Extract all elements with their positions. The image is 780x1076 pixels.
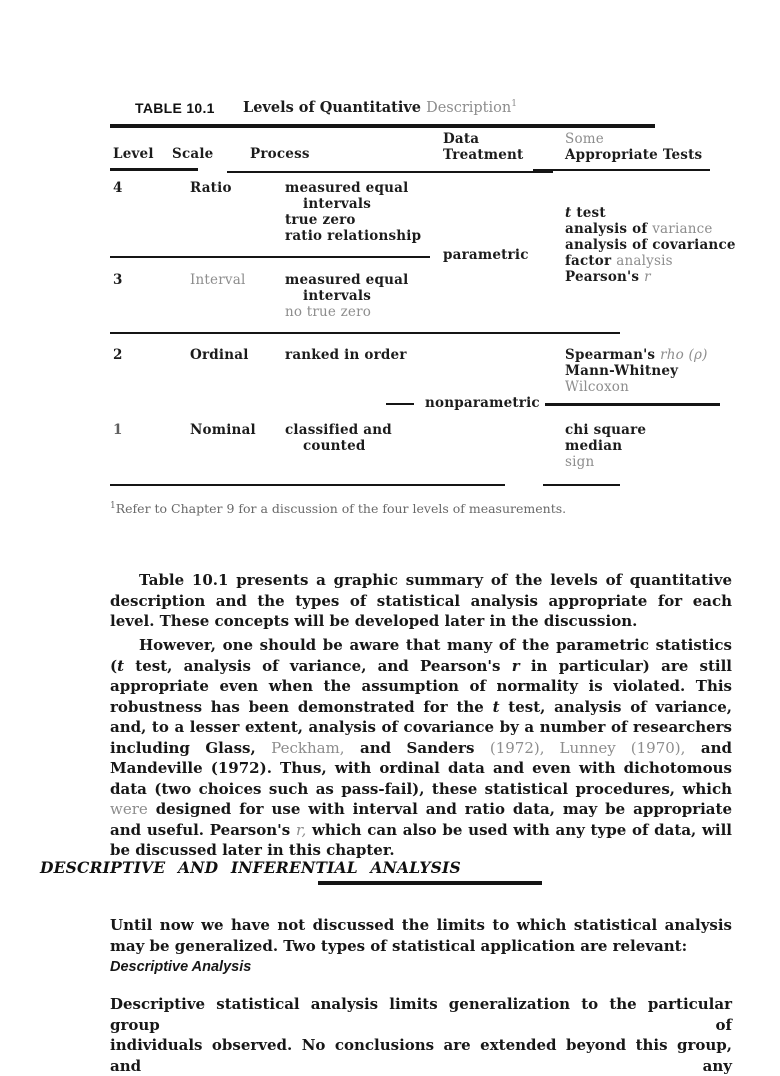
subsection-heading-descriptive-analysis: Descriptive Analysis <box>110 959 252 975</box>
row-ordinal-scale: Ordinal <box>190 347 249 363</box>
table-title: Levels of Quantitative Description1 <box>243 99 517 116</box>
parametric-test-anova: analysis of variance <box>565 221 713 237</box>
paragraph-descriptive-line2: individuals observed. No conclusions are… <box>110 1036 732 1075</box>
nominal-test-sign: sign <box>565 454 595 470</box>
ordinal-test-wilcoxon: Wilcoxon <box>565 379 629 395</box>
col-header-tests-line2: Appropriate Tests <box>565 147 703 163</box>
parametric-test-factor: factor analysis <box>565 253 673 269</box>
row-nominal-process-line1: classified and <box>285 422 392 438</box>
paragraph-table-summary: Table 10.1 presents a graphic summary of… <box>110 571 732 630</box>
ordinal-test-mann-whitney: Mann-Whitney <box>565 363 679 379</box>
footnote-text: Refer to Chapter 9 for a discussion of t… <box>115 501 567 516</box>
nominal-test-median: median <box>565 438 623 454</box>
col-header-data-treatment-line1: Data <box>443 131 480 147</box>
row-ratio-scale: Ratio <box>190 180 232 196</box>
data-treatment-nonparametric: nonparametric <box>425 395 540 411</box>
data-treatment-parametric: parametric <box>443 247 529 263</box>
row-ratio-process-line3: true zero <box>285 212 356 228</box>
col-header-data-treatment-line2: Treatment <box>443 147 524 163</box>
row-interval-process-line2: intervals <box>303 288 372 304</box>
parametric-test-pearson-r: Pearson's r <box>565 269 651 285</box>
row-interval-level: 3 <box>113 272 123 288</box>
table-title-footnote-marker: 1 <box>511 99 517 110</box>
col-header-tests-line1: Some <box>565 131 604 147</box>
header-underline-middle <box>227 171 553 173</box>
table-footnote: 1Refer to Chapter 9 for a discussion of … <box>110 501 566 516</box>
table-bottom-rule-right <box>543 484 620 486</box>
parametric-test-t-test: t test <box>565 205 606 221</box>
nominal-test-chi-square: chi square <box>565 422 647 438</box>
col-header-scale: Scale <box>172 146 214 162</box>
row-ratio-process-line4: ratio relationship <box>285 228 422 244</box>
row-ordinal-level: 2 <box>113 347 123 363</box>
row-nominal-level: 1 <box>113 422 123 438</box>
section-heading-descriptive-inferential: DESCRIPTIVE AND INFERENTIAL ANALYSIS <box>40 858 461 877</box>
parametric-test-ancova: analysis of covariance <box>565 237 736 253</box>
row-interval-process-line3: no true zero <box>285 304 372 320</box>
footnote-marker: 1 <box>110 500 116 511</box>
col-header-process: Process <box>250 146 310 162</box>
paragraph-descriptive-line1: Descriptive statistical analysis limits … <box>110 995 732 1034</box>
nonparametric-right-rule <box>545 403 720 406</box>
ordinal-test-spearman: Spearman's rho (ρ) <box>565 347 708 363</box>
header-underline-left <box>110 168 198 171</box>
table-label: TABLE 10.1 <box>135 100 215 116</box>
table-top-rule <box>110 124 655 128</box>
row-interval-scale: Interval <box>190 272 246 288</box>
row-nominal-process-line2: counted <box>303 438 366 454</box>
table-bottom-rule-left <box>110 484 505 486</box>
paragraph-robustness: However, one should be aware that many o… <box>110 636 733 859</box>
paragraph-descriptive-analysis: Descriptive statistical analysis limits … <box>110 994 732 1076</box>
nonparametric-dash-rule <box>386 403 414 405</box>
paragraph-limits: Until now we have not discussed the limi… <box>110 916 732 955</box>
col-header-level: Level <box>113 146 154 162</box>
row-ordinal-process-line1: ranked in order <box>285 347 407 363</box>
row-interval-process-line1: measured equal <box>285 272 409 288</box>
row-nominal-scale: Nominal <box>190 422 256 438</box>
header-underline-right <box>533 169 710 171</box>
row-ratio-process-line2: intervals <box>303 196 372 212</box>
ratio-interval-divider-rule <box>110 256 430 258</box>
row-ratio-process-line1: measured equal <box>285 180 409 196</box>
interval-ordinal-divider-rule <box>110 332 620 334</box>
table-title-text: Levels of Quantitative Description <box>243 99 512 116</box>
section-heading-rule <box>318 881 542 885</box>
row-ratio-level: 4 <box>113 180 123 196</box>
